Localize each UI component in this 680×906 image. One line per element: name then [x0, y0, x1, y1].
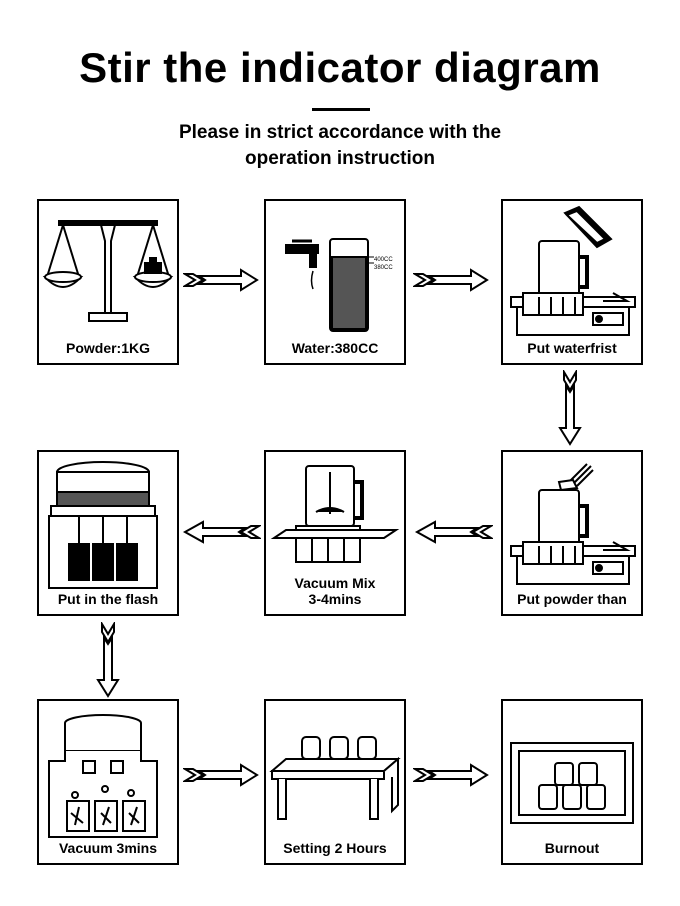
faucet-beaker-icon: 400CC 380CC	[285, 238, 393, 332]
step-put-powder-label: Put powder than	[517, 591, 627, 607]
step-setting: Setting 2 Hours	[264, 699, 406, 865]
arrow-right-icon	[413, 763, 489, 787]
arrow-down-icon	[96, 622, 120, 698]
step-put-powder: Put powder than	[501, 450, 643, 616]
step-vacuum-mix-duration: 3-4mins	[308, 591, 362, 607]
arrow-right-icon	[183, 268, 259, 292]
step-powder-label: Powder:1KG	[65, 340, 150, 356]
step-vacuum: Vacuum 3mins	[37, 699, 179, 865]
step-put-water-label: Put waterfrist	[527, 340, 617, 356]
subtitle-line-1: Please in strict accordance with the	[178, 122, 502, 143]
step-put-in-flask-label: Put in the flash	[57, 591, 159, 607]
step-burnout: Burnout	[501, 699, 643, 865]
page-title: Stir the indicator diagram	[79, 44, 601, 91]
title-underline	[312, 108, 370, 111]
arrow-left-icon	[182, 520, 261, 544]
vacuum-mixer-icon	[270, 465, 400, 563]
page-subtitle: Please in strict accordance with the ope…	[0, 120, 680, 172]
balance-scale-icon	[42, 220, 174, 322]
arrow-right-icon	[413, 268, 489, 292]
step-vacuum-label: Vacuum 3mins	[58, 840, 158, 856]
arrow-down-icon	[558, 370, 582, 446]
arrow-right-icon	[183, 763, 259, 787]
step-water: 400CC 380CC Water:380CC	[264, 199, 406, 365]
mixer-water-icon	[510, 205, 636, 336]
scale-mark-380: 380CC	[374, 265, 393, 271]
arrow-left-icon	[414, 520, 493, 544]
mixer-powder-icon	[510, 463, 636, 585]
step-powder: Powder:1KG	[37, 199, 179, 365]
flask-filling-icon	[48, 461, 158, 589]
step-vacuum-mix-label: Vacuum Mix	[294, 575, 376, 591]
step-water-label: Water:380CC	[291, 340, 379, 356]
step-vacuum-mix: Vacuum Mix 3-4mins	[264, 450, 406, 616]
step-burnout-label: Burnout	[544, 840, 600, 856]
step-setting-label: Setting 2 Hours	[283, 840, 387, 856]
subtitle-line-2: operation instruction	[245, 148, 435, 169]
setting-table-icon	[269, 736, 401, 820]
scale-mark-400: 400CC	[374, 257, 393, 263]
burnout-oven-icon	[510, 742, 634, 824]
vacuum-chamber-icon	[48, 714, 158, 838]
step-put-in-flask: Put in the flash	[37, 450, 179, 616]
step-put-water: Put waterfrist	[501, 199, 643, 365]
